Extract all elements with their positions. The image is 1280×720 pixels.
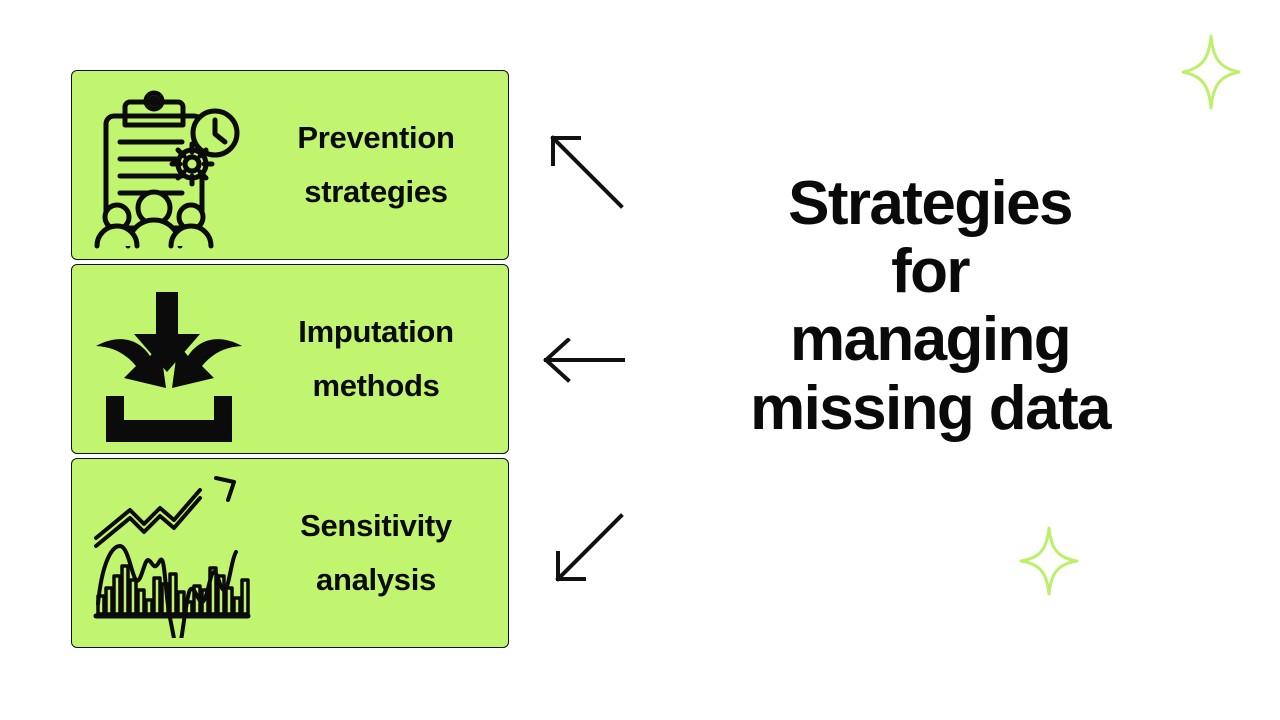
- strategy-card-sensitivity-analysis[interactable]: Sensitivity analysis: [71, 458, 509, 648]
- clipboard-checklist-people-clock-gear-icon: [84, 80, 254, 250]
- strategy-card-list: Prevention strategies Imputation: [71, 70, 509, 648]
- strategy-card-label: Prevention strategies: [254, 111, 508, 220]
- line-bar-chart-trend-up-icon: [84, 468, 254, 638]
- page-title-line-4: missing data: [750, 373, 1111, 443]
- arrows-converging-into-tray-icon: [84, 274, 254, 444]
- strategy-card-imputation-methods[interactable]: Imputation methods: [71, 264, 509, 454]
- card-label-line-1: Sensitivity: [300, 507, 452, 543]
- card-label-line-2: strategies: [304, 174, 448, 209]
- four-point-star-icon: [1018, 525, 1080, 597]
- page-title-line-1: Strategies: [788, 169, 1073, 238]
- card-label-line-1: Imputation: [298, 313, 454, 349]
- four-point-star-icon: [1180, 33, 1242, 111]
- arrow-up-left-icon: [545, 130, 625, 210]
- strategy-card-prevention-strategies[interactable]: Prevention strategies: [71, 70, 509, 260]
- strategy-card-label: Imputation methods: [254, 305, 508, 414]
- card-label-line-2: analysis: [316, 562, 436, 597]
- page-title-line-2: for: [891, 237, 970, 307]
- card-label-line-1: Prevention: [297, 119, 455, 155]
- strategy-card-label: Sensitivity analysis: [254, 499, 508, 608]
- card-label-line-2: methods: [312, 368, 440, 403]
- arrow-left-icon: [540, 337, 625, 383]
- arrow-down-left-icon: [550, 512, 625, 587]
- page-title: Strategies for managing missing data: [660, 169, 1200, 443]
- page-title-line-3: managing: [789, 305, 1072, 375]
